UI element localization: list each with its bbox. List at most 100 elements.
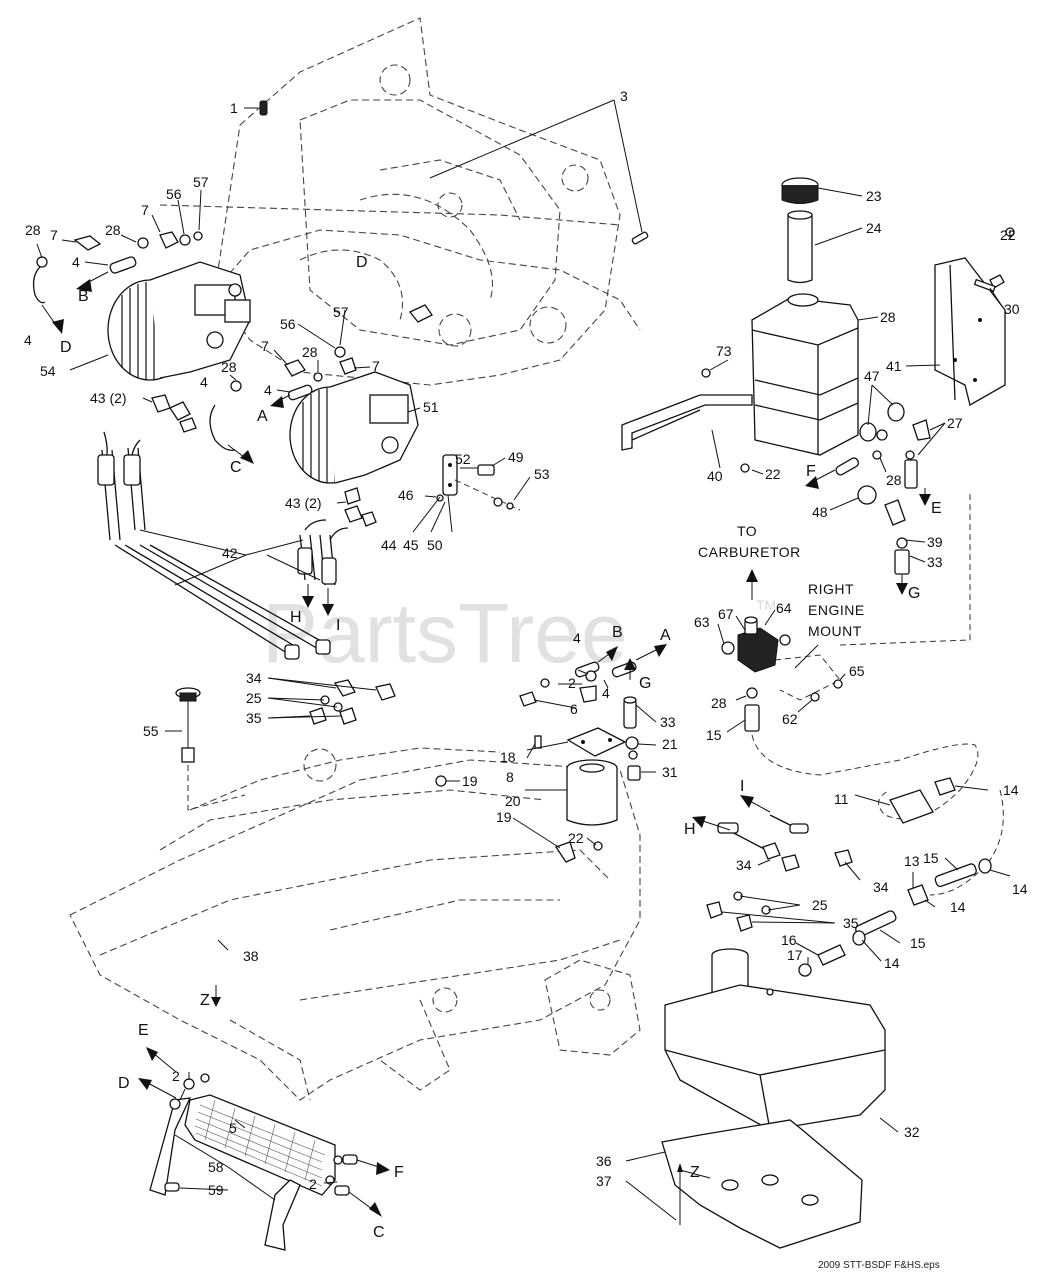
callout-2: 2 xyxy=(309,1176,317,1192)
lower-right-fittings xyxy=(706,814,992,977)
callout-4: 4 xyxy=(573,630,581,646)
callout-46: 46 xyxy=(398,487,414,503)
fuel-pump xyxy=(721,616,843,732)
callout-27: 27 xyxy=(947,415,963,431)
callout-14: 14 xyxy=(1012,881,1028,897)
callout-8: 8 xyxy=(506,769,514,785)
callout-numbers: 1 3 28 7 28 7 56 57 4 4 54 57 56 28 7 7 … xyxy=(24,88,1028,1198)
callout-14: 14 xyxy=(884,955,900,971)
callout-2: 2 xyxy=(172,1068,180,1084)
callout-7: 7 xyxy=(261,338,269,354)
callout-23: 23 xyxy=(866,188,882,204)
callout-5: 5 xyxy=(229,1120,237,1136)
flow-letter-a: A xyxy=(660,627,671,644)
callout-67: 67 xyxy=(718,606,734,622)
callout-52: 52 xyxy=(455,451,471,467)
callout-14: 14 xyxy=(1003,782,1019,798)
callout-35: 35 xyxy=(843,915,859,931)
hydro-pump-left xyxy=(107,261,251,381)
flow-letter-g: G xyxy=(908,585,920,602)
flow-letter-i: I xyxy=(740,778,744,795)
callout-44: 44 xyxy=(381,537,397,553)
flow-letter-c: C xyxy=(230,459,242,476)
callout-59: 59 xyxy=(208,1182,224,1198)
flow-letter-d: D xyxy=(118,1075,130,1092)
callout-58: 58 xyxy=(208,1159,224,1175)
callout-28: 28 xyxy=(105,222,121,238)
callout-7: 7 xyxy=(141,202,149,218)
flow-letter-h: H xyxy=(684,821,696,838)
callout-37: 37 xyxy=(596,1173,612,1189)
callout-34: 34 xyxy=(246,670,262,686)
callout-40: 40 xyxy=(707,468,723,484)
callout-51: 51 xyxy=(423,399,439,415)
callout-38: 38 xyxy=(243,948,259,964)
callout-34: 34 xyxy=(873,879,889,895)
callout-56: 56 xyxy=(280,316,296,332)
callout-7: 7 xyxy=(372,358,380,374)
flow-letter-b: B xyxy=(612,624,623,641)
callout-24: 24 xyxy=(866,220,882,236)
flow-letter-f: F xyxy=(394,1164,404,1181)
callout-18: 18 xyxy=(500,749,516,765)
callout-4: 4 xyxy=(602,685,610,701)
callout-42: 42 xyxy=(222,545,238,561)
callout-15: 15 xyxy=(910,935,926,951)
callout-73: 73 xyxy=(716,343,732,359)
callout-62: 62 xyxy=(782,711,798,727)
engine-deck-frame xyxy=(159,17,641,386)
callout-35: 35 xyxy=(246,710,262,726)
flow-letter-z: Z xyxy=(690,1164,700,1181)
fuel-filter-lines xyxy=(751,490,1004,896)
callout-30: 30 xyxy=(1004,301,1020,317)
callout-57: 57 xyxy=(193,174,209,190)
diagram-notes: TO CARBURETOR RIGHT ENGINE MOUNT xyxy=(698,523,865,639)
note-right-engine-mount-line2: ENGINE xyxy=(808,602,865,618)
flow-letter-f: F xyxy=(806,463,816,480)
callout-14: 14 xyxy=(950,899,966,915)
callout-4: 4 xyxy=(24,332,32,348)
callout-22: 22 xyxy=(765,466,781,482)
callout-25: 25 xyxy=(246,690,262,706)
callout-4: 4 xyxy=(264,382,272,398)
callout-65: 65 xyxy=(849,663,865,679)
file-name: 2009 STT-BSDF F&HS.eps xyxy=(818,1260,940,1271)
callout-33: 33 xyxy=(927,554,943,570)
callout-28: 28 xyxy=(221,359,237,375)
flow-letter-h: H xyxy=(290,609,302,626)
callout-28: 28 xyxy=(302,344,318,360)
skid-plate xyxy=(661,1119,863,1249)
callout-54: 54 xyxy=(40,363,56,379)
watermark-trademark: TM xyxy=(756,597,776,613)
callout-36: 36 xyxy=(596,1153,612,1169)
callout-28: 28 xyxy=(711,695,727,711)
callout-15: 15 xyxy=(923,850,939,866)
left-fittings xyxy=(309,679,396,725)
callout-2: 2 xyxy=(568,675,576,691)
reservoir-fittings xyxy=(701,368,931,575)
callout-32: 32 xyxy=(904,1124,920,1140)
flow-letter-c: C xyxy=(373,1224,385,1241)
note-right-engine-mount-line3: MOUNT xyxy=(808,623,862,639)
callout-53: 53 xyxy=(534,466,550,482)
callout-48: 48 xyxy=(812,504,828,520)
upper-left-fittings xyxy=(32,100,649,527)
callout-43: 43 (2) xyxy=(285,495,322,511)
flow-letter-e: E xyxy=(138,1022,149,1039)
callout-33: 33 xyxy=(660,714,676,730)
callout-50: 50 xyxy=(427,537,443,553)
flow-letter-b: B xyxy=(78,288,89,305)
callout-31: 31 xyxy=(662,764,678,780)
callout-4: 4 xyxy=(72,254,80,270)
callout-47: 47 xyxy=(864,368,880,384)
callout-49: 49 xyxy=(508,449,524,465)
callout-56: 56 xyxy=(166,186,182,202)
flow-letter-i: I xyxy=(336,617,340,634)
hydro-pump-center xyxy=(289,371,419,484)
callout-17: 17 xyxy=(787,947,803,963)
callout-25: 25 xyxy=(812,897,828,913)
control-bracket xyxy=(436,454,521,511)
hydraulic-hoses xyxy=(97,431,349,660)
leader-lines xyxy=(36,99,1011,1221)
callout-21: 21 xyxy=(662,736,678,752)
